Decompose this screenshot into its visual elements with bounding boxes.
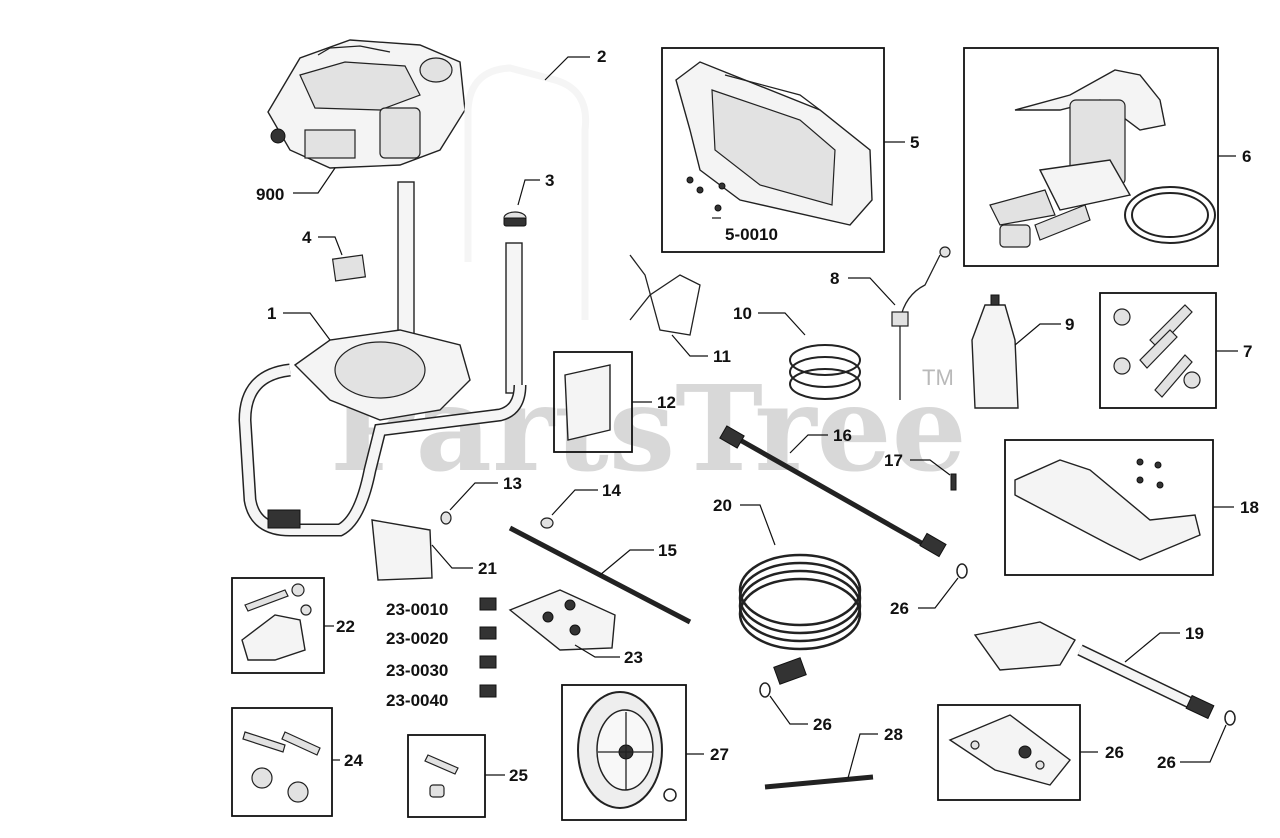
- nozzle-23-0020[interactable]: [479, 626, 497, 640]
- part-11-hook[interactable]: [629, 254, 701, 336]
- callout-4[interactable]: 4: [302, 228, 312, 247]
- part-27-wheel[interactable]: [577, 691, 677, 809]
- callout-18[interactable]: 18: [1240, 498, 1259, 517]
- part-17-pin[interactable]: [950, 473, 957, 491]
- part-28-strap[interactable]: [764, 774, 874, 790]
- callout-5-0010[interactable]: 5-0010: [725, 225, 778, 244]
- part-14-washer[interactable]: [540, 517, 554, 529]
- part-19-spray-gun[interactable]: [973, 621, 1215, 720]
- callout-10[interactable]: 10: [733, 304, 752, 323]
- callout-6[interactable]: 6: [1242, 147, 1251, 166]
- callout-17[interactable]: 17: [884, 451, 903, 470]
- callout-19[interactable]: 19: [1185, 624, 1204, 643]
- callout-26-gun[interactable]: 26: [1157, 753, 1176, 772]
- callout-12[interactable]: 12: [657, 393, 676, 412]
- callout-25[interactable]: 25: [509, 766, 528, 785]
- callout-28[interactable]: 28: [884, 725, 903, 744]
- part-22-hardware[interactable]: [241, 583, 312, 661]
- callout-16[interactable]: 16: [833, 426, 852, 445]
- nozzle-23-0010[interactable]: [479, 597, 497, 611]
- callout-20[interactable]: 20: [713, 496, 732, 515]
- part-900-engine[interactable]: [267, 39, 466, 169]
- part-7-hardware[interactable]: [1113, 304, 1201, 398]
- callout-27[interactable]: 27: [710, 745, 729, 764]
- part-5-panel[interactable]: [675, 61, 873, 226]
- callout-900[interactable]: 900: [256, 185, 284, 204]
- callout-26-kit[interactable]: 26: [1105, 743, 1124, 762]
- leader-lines: [283, 56, 1238, 779]
- part-6-pump[interactable]: [989, 69, 1216, 248]
- part-25-box: [407, 734, 486, 818]
- callout-labels: 900 2 3 4 1 5 5-0010 6 7 8 9 10 11 12 13…: [256, 47, 1259, 785]
- part-24-hardware[interactable]: [242, 731, 321, 803]
- part-26-kit[interactable]: [948, 714, 1071, 786]
- callout-26-lance[interactable]: 26: [890, 599, 909, 618]
- part-5-box: [661, 47, 885, 253]
- callout-23-0010[interactable]: 23-0010: [386, 600, 448, 619]
- callout-26-hose[interactable]: 26: [813, 715, 832, 734]
- callout-11[interactable]: 11: [713, 347, 731, 366]
- part-2-handle[interactable]: [464, 64, 590, 320]
- part-3-cap[interactable]: [503, 211, 527, 227]
- part-1-frame[interactable]: [238, 181, 527, 537]
- callout-23-0020[interactable]: 23-0020: [386, 629, 448, 648]
- oring-26-lance[interactable]: [956, 563, 968, 579]
- callout-14[interactable]: 14: [602, 481, 621, 500]
- callout-21[interactable]: 21: [478, 559, 497, 578]
- part-27-box: [561, 684, 687, 821]
- callout-9[interactable]: 9: [1065, 315, 1074, 334]
- watermark-tm: TM: [922, 365, 954, 390]
- part-23-nozzle-pouch[interactable]: [508, 589, 616, 651]
- part-16-lance[interactable]: [719, 425, 947, 558]
- callout-5[interactable]: 5: [910, 133, 919, 152]
- part-20-hose[interactable]: [738, 553, 862, 685]
- part-21-bracket[interactable]: [371, 519, 433, 581]
- oring-26-hose[interactable]: [759, 682, 771, 698]
- part-8-chemical-hose[interactable]: [891, 246, 951, 400]
- part-13-washer[interactable]: [440, 511, 452, 525]
- callout-15[interactable]: 15: [658, 541, 677, 560]
- part-24-box: [231, 707, 333, 817]
- callout-8[interactable]: 8: [830, 269, 839, 288]
- part-10-coil[interactable]: [789, 344, 861, 400]
- nozzle-23-0040[interactable]: [479, 684, 497, 698]
- callout-23[interactable]: 23: [624, 648, 643, 667]
- callout-13[interactable]: 13: [503, 474, 522, 493]
- part-4-label[interactable]: [331, 254, 367, 282]
- part-12-plate[interactable]: [564, 364, 611, 441]
- callout-23-0040[interactable]: 23-0040: [386, 691, 448, 710]
- oring-26-gun[interactable]: [1224, 710, 1236, 726]
- nozzle-23-0030[interactable]: [479, 655, 497, 669]
- part-18-shroud[interactable]: [1014, 458, 1201, 561]
- callout-22[interactable]: 22: [336, 617, 355, 636]
- part-25-hardware[interactable]: [424, 754, 459, 798]
- callout-2[interactable]: 2: [597, 47, 606, 66]
- callout-7[interactable]: 7: [1243, 342, 1252, 361]
- callout-1[interactable]: 1: [267, 304, 276, 323]
- part-9-bottle[interactable]: [971, 294, 1019, 409]
- callout-23-0030[interactable]: 23-0030: [386, 661, 448, 680]
- part-6-box: [963, 47, 1219, 267]
- callout-3[interactable]: 3: [545, 171, 554, 190]
- callout-24[interactable]: 24: [344, 751, 363, 770]
